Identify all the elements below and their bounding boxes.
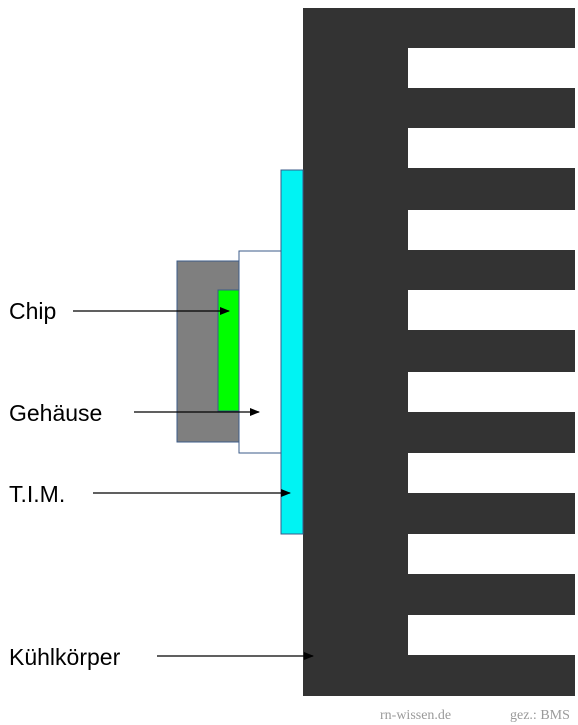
fin-gap: [408, 534, 578, 574]
fin-gap: [408, 48, 578, 88]
label-housing: Gehäuse: [9, 400, 102, 426]
fin-gap: [408, 615, 578, 655]
fin-gap: [408, 453, 578, 493]
credit-author: gez.: BMS: [510, 708, 570, 723]
heatsink-base: [303, 8, 575, 696]
heatsink-fin-gaps: [408, 48, 578, 655]
fin-gap: [408, 210, 578, 250]
heatsink: [303, 8, 578, 696]
fin-gap: [408, 128, 578, 168]
credit-site: rn-wissen.de: [380, 708, 451, 723]
fin-gap: [408, 290, 578, 330]
label-chip: Chip: [9, 298, 56, 324]
tim-layer: [280, 169, 304, 535]
housing-plate: [238, 250, 282, 454]
fin-gap: [408, 372, 578, 412]
label-tim: T.I.M.: [9, 481, 65, 507]
label-heatsink: Kühlkörper: [9, 644, 121, 670]
chip-die: [217, 289, 240, 412]
